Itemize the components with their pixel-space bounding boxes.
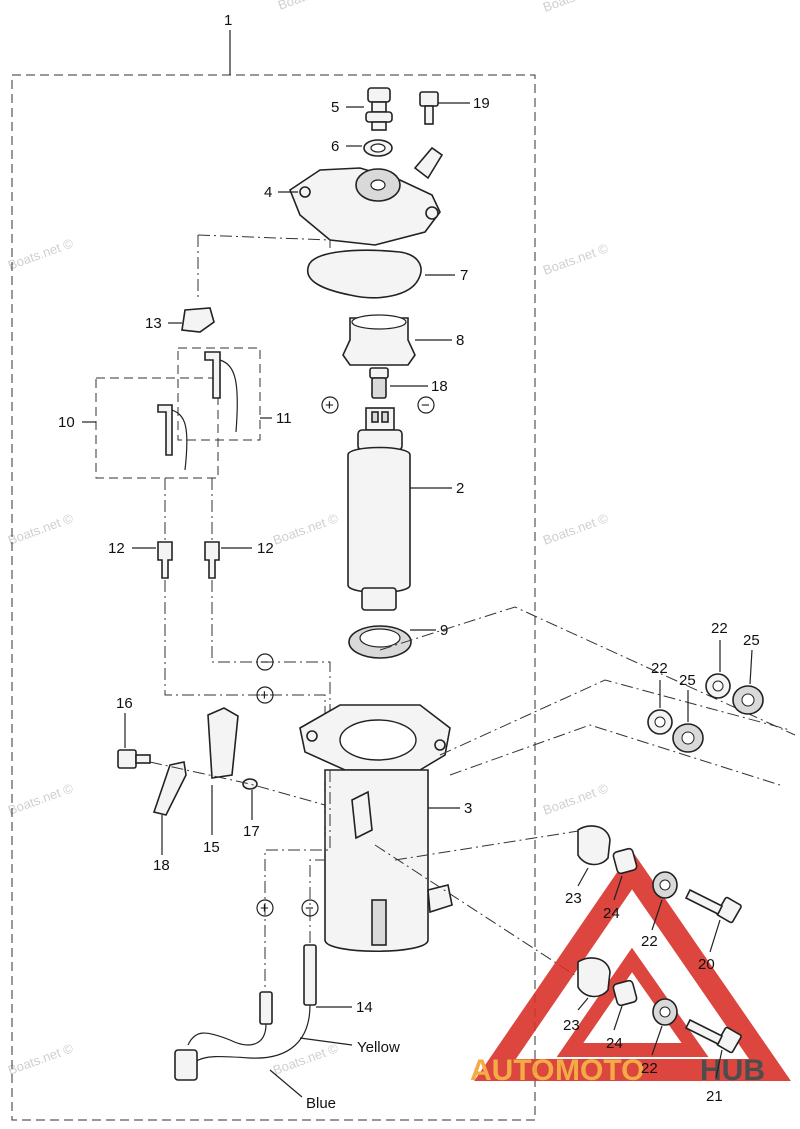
part-3-housing — [299, 704, 453, 953]
part-13-clip — [181, 307, 215, 333]
callout-9: 9 — [440, 622, 448, 639]
part-16-bolt — [117, 749, 151, 769]
polarity-plus-top: + — [325, 397, 334, 414]
part-9-seal — [348, 625, 412, 659]
callout-12b: 12 — [257, 540, 274, 557]
callout-25b: 25 — [743, 632, 760, 649]
assembly-boundary — [11, 74, 536, 1121]
part-23-mount — [577, 825, 611, 866]
callout-18: 18 — [153, 857, 170, 874]
watermark: Boats.net © — [276, 0, 346, 13]
callout-20: 19 — [473, 95, 490, 112]
watermark: Boats.net © — [271, 1040, 341, 1078]
group-11-box — [177, 347, 261, 441]
callout-16: 16 — [116, 695, 133, 712]
callout-4: 4 — [264, 184, 272, 201]
watermark: Boats.net © — [6, 1040, 76, 1078]
part-19-filter — [369, 367, 389, 399]
callout-10: 10 — [58, 414, 75, 431]
polarity-minus-top: − — [421, 397, 430, 414]
callout-22b: 22 — [711, 620, 728, 637]
watermark: Boats.net © — [271, 510, 341, 548]
part-17-washer — [242, 778, 258, 790]
part-4-cover — [289, 146, 444, 246]
part-24-collar — [612, 979, 638, 1007]
part-7-gasket — [307, 249, 422, 299]
callout-8: 8 — [456, 332, 464, 349]
callout-3: 3 — [464, 800, 472, 817]
group-10-box — [95, 377, 219, 479]
part-14-harness — [174, 944, 317, 1081]
callout-24a: 24 — [603, 905, 620, 922]
callout-23b: 23 — [563, 1017, 580, 1034]
part-23-mount — [577, 957, 611, 998]
callout-22c: 22 — [641, 933, 658, 950]
callout-22a: 22 — [651, 660, 668, 677]
watermark: Boats.net © — [6, 235, 76, 273]
callout-19: 18 — [431, 378, 448, 395]
part-21-bolt — [684, 1018, 742, 1054]
callout-23a: 23 — [565, 890, 582, 907]
callout-5: 5 — [331, 99, 339, 116]
callout-6: 6 — [331, 138, 339, 155]
watermark: Boats.net © — [541, 780, 611, 818]
logo-text-moto: MOTO — [555, 1054, 644, 1087]
part-24-collar — [612, 847, 638, 875]
part-18-ground-lead — [152, 761, 187, 816]
part-2-fuel-pump — [347, 407, 411, 611]
callout-11: 11 — [276, 410, 292, 427]
callout-22d: 22 — [641, 1060, 658, 1077]
callout-15: 15 — [203, 839, 220, 856]
part-20-bolt — [419, 91, 439, 125]
part-5-fitting — [365, 87, 393, 131]
watermark: Boats.net © — [6, 510, 76, 548]
logo-text-auto: AUTO — [470, 1054, 554, 1087]
watermark: Boats.net © — [541, 0, 611, 15]
callout-21a: 20 — [698, 956, 715, 973]
wire-label-yellow: Yellow — [357, 1039, 400, 1056]
part-12-terminals — [157, 541, 220, 579]
watermark: Boats.net © — [6, 780, 76, 818]
polarity-minus-mid: − — [260, 654, 269, 671]
callout-2: 2 — [456, 480, 464, 497]
callout-25a: 25 — [679, 672, 696, 689]
polarity-plus-mid: + — [260, 687, 269, 704]
callout-14: 14 — [356, 999, 373, 1016]
polarity-minus-low: − — [305, 900, 314, 917]
part-15-bracket — [207, 707, 239, 779]
callout-1: 1 — [224, 12, 232, 29]
callout-13: 13 — [145, 315, 162, 332]
logo-text-hub: HUB — [700, 1054, 765, 1087]
wire-leads — [157, 351, 238, 471]
part-21-bolt — [684, 888, 742, 924]
callout-12a: 12 — [108, 540, 125, 557]
polarity-plus-low: + — [260, 900, 269, 917]
callout-24b: 24 — [606, 1035, 623, 1052]
callout-7: 7 — [460, 267, 468, 284]
callout-17: 17 — [243, 823, 260, 840]
watermark: Boats.net © — [541, 240, 611, 278]
part-8-ring-nut — [342, 314, 416, 366]
wire-label-blue: Blue — [306, 1095, 336, 1112]
callout-21b: 21 — [706, 1088, 723, 1105]
watermark: Boats.net © — [541, 510, 611, 548]
